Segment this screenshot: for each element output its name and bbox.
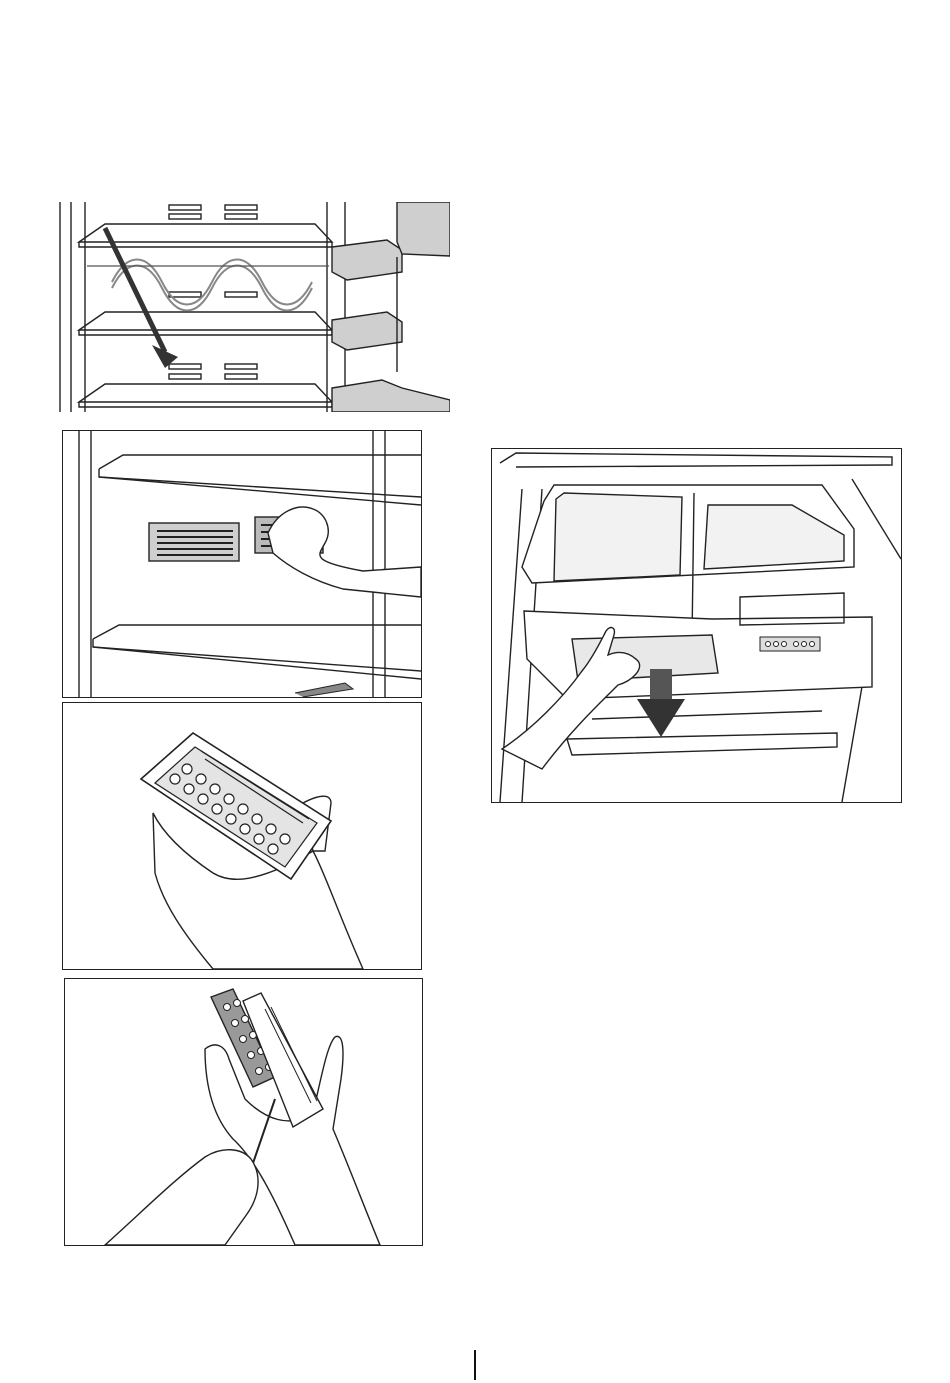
fig-insert-odour-filter <box>62 430 422 698</box>
wine-rack-illustration <box>57 202 450 412</box>
crisper-drawer-illustration <box>492 449 901 802</box>
fig-open-filter-cover <box>64 978 423 1246</box>
fig-filter-in-hand <box>62 702 422 970</box>
drawer-filter <box>760 637 820 651</box>
fig-remove-crisper-drawer <box>491 448 902 803</box>
odour-filter-insert-illustration <box>63 431 421 697</box>
open-filter-cover-illustration <box>65 979 422 1245</box>
page-divider-mark <box>474 1350 476 1380</box>
fig-wine-rack-shelves <box>57 202 450 412</box>
filter-in-palm-illustration <box>63 703 421 969</box>
mounted-filter <box>149 523 239 561</box>
hand <box>268 507 421 597</box>
